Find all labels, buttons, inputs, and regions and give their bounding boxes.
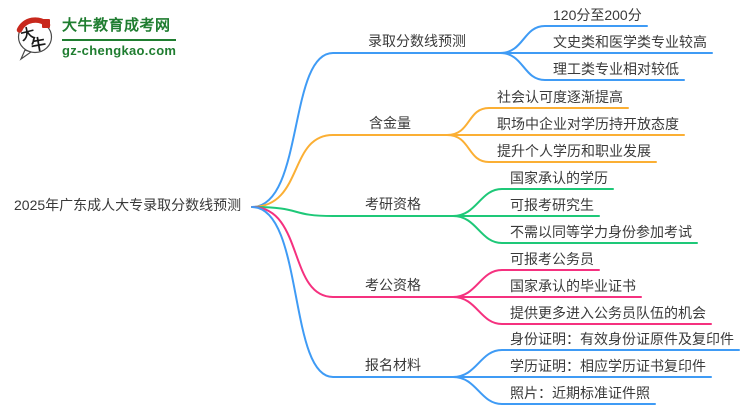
red-seal [42,19,50,28]
svg-text:大: 大 [19,24,36,43]
branch-line [499,52,685,81]
bull-speech-bubble-icon: 大 牛 [16,17,53,61]
branch-line [452,296,712,325]
branch-node-label[interactable]: 考研资格 [365,196,421,212]
child-node-label[interactable]: 理工类专业相对较低 [553,61,679,77]
child-node-label[interactable]: 120分至200分 [553,7,642,23]
site-url: gz-chengkao.com [62,42,177,58]
site-name: 大牛教育成考网 [62,16,177,41]
child-node-label[interactable]: 国家承认的学历 [510,170,608,186]
branch-line [251,134,448,208]
child-node-label[interactable]: 提供更多进入公务员队伍的机会 [510,305,706,321]
branch-node-label[interactable]: 录取分数线预测 [368,33,466,49]
child-node-label[interactable]: 提升个人学历和职业发展 [497,143,651,159]
child-node-label[interactable]: 文史类和医学类专业较高 [553,34,707,50]
child-node-label[interactable]: 可报考研究生 [510,197,594,213]
branch-node-label[interactable]: 含金量 [369,115,411,131]
child-node-label[interactable]: 国家承认的毕业证书 [510,278,636,294]
branch-line [251,206,454,378]
site-logo: 大 牛 大牛教育成考网 gz-chengkao.com [13,13,177,61]
child-node-label[interactable]: 照片：近期标准证件照 [510,385,650,401]
child-node-label[interactable]: 学历证明：相应学历证书复印件 [510,358,706,374]
root-topic[interactable]: 2025年广东成人大专录取分数线预测 [14,197,242,213]
child-node-label[interactable]: 身份证明：有效身份证原件及复印件 [510,331,734,347]
child-node-label[interactable]: 可报考公务员 [510,251,594,267]
branch-line [251,52,501,208]
branch-line [446,134,657,163]
branch-line [452,376,656,405]
logo-texts: 大牛教育成考网 gz-chengkao.com [62,16,177,59]
child-node-label[interactable]: 社会认可度逐渐提高 [497,89,623,105]
child-node-label[interactable]: 不需以同等学力身份参加考试 [510,224,692,240]
branch-node-label[interactable]: 考公资格 [365,277,421,293]
branch-node-label[interactable]: 报名材料 [365,357,421,373]
branch-line [251,206,454,298]
svg-text:牛: 牛 [30,35,48,55]
child-node-label[interactable]: 职场中企业对学历持开放态度 [497,116,679,132]
branch-line [452,215,698,244]
branch-line [251,206,454,217]
